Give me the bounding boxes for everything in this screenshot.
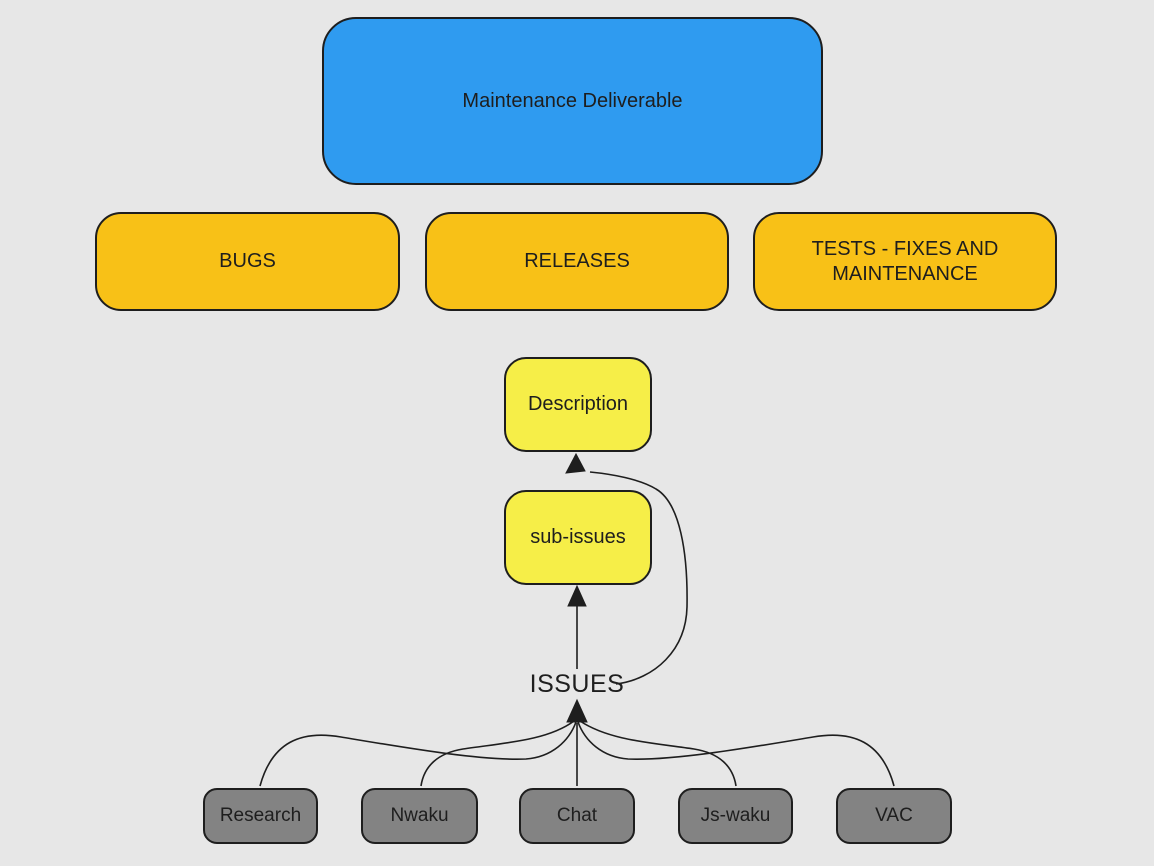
node-label: VAC [875, 805, 913, 827]
node-label: BUGS [219, 250, 276, 272]
edge-vac-to-issues [577, 721, 895, 787]
edge-nwaku-to-issues [420, 720, 575, 787]
node-releases[interactable]: RELEASES [425, 212, 729, 311]
node-js-waku[interactable]: Js-waku [678, 788, 793, 844]
node-label: Chat [556, 805, 598, 827]
node-label: Nwaku [390, 805, 449, 827]
arrowhead-issues [566, 698, 588, 723]
node-label: Description [527, 393, 629, 415]
node-bugs[interactable]: BUGS [95, 212, 400, 311]
node-label: sub-issues [530, 526, 626, 548]
arrowhead-sub-issues [567, 584, 587, 607]
node-tests-fixes-maintenance[interactable]: TESTS - FIXES AND MAINTENANCE [753, 212, 1057, 311]
edge-jswaku-to-issues [579, 720, 737, 787]
node-chat[interactable]: Chat [519, 788, 635, 844]
arrowhead-description [565, 452, 586, 474]
node-issues-text[interactable]: ISSUES [529, 670, 625, 698]
node-research[interactable]: Research [203, 788, 318, 844]
node-label: Research [219, 805, 302, 827]
edge-research-to-issues [259, 721, 577, 787]
node-label: RELEASES [524, 250, 630, 272]
node-label: Maintenance Deliverable [462, 89, 683, 112]
node-label: Js-waku [700, 805, 771, 827]
node-maintenance-deliverable[interactable]: Maintenance Deliverable [322, 17, 823, 185]
node-description[interactable]: Description [504, 357, 652, 452]
node-vac[interactable]: VAC [836, 788, 952, 844]
node-nwaku[interactable]: Nwaku [361, 788, 478, 844]
edge-issues-to-description [589, 471, 688, 685]
node-label: TESTS - FIXES AND MAINTENANCE [811, 237, 999, 285]
node-sub-issues[interactable]: sub-issues [504, 490, 652, 585]
